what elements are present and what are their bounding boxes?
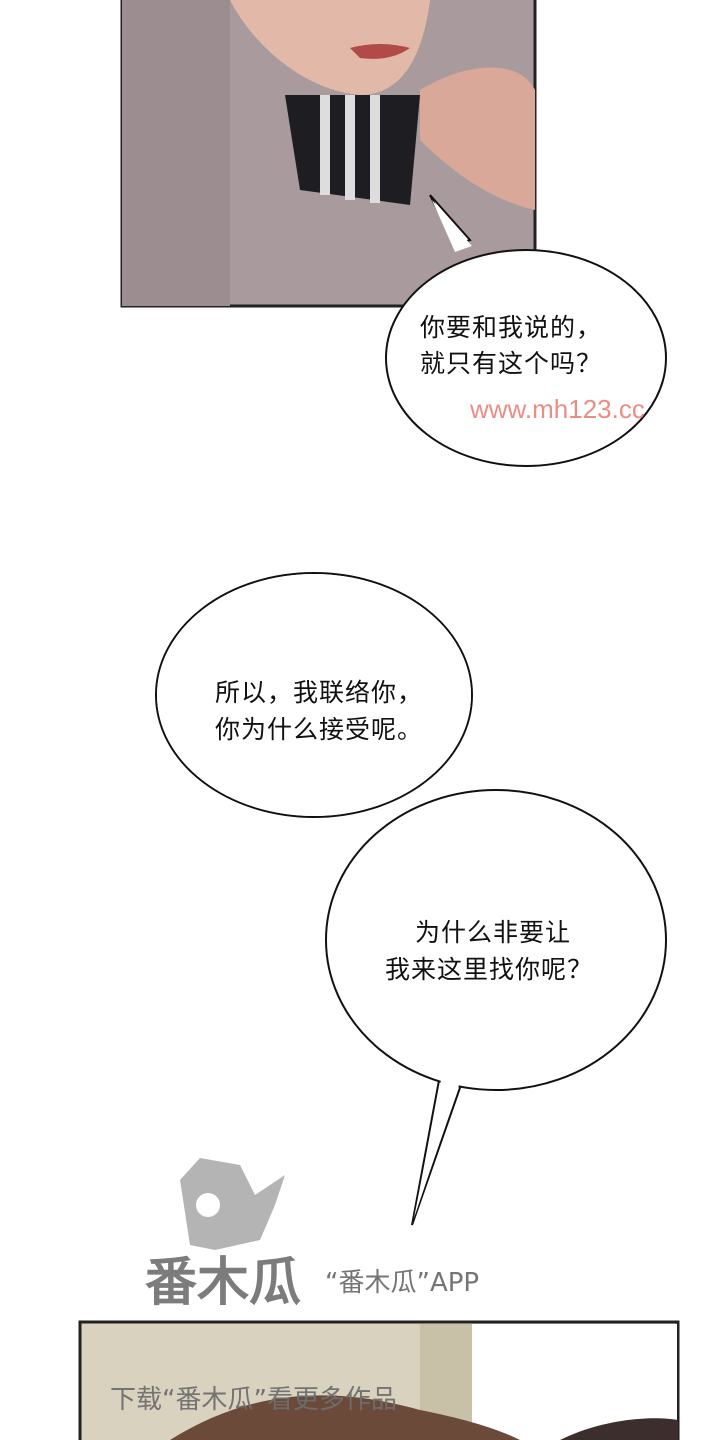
bubble-2-line-2: 你为什么接受呢。 <box>215 715 424 744</box>
speech-bubble-1 <box>385 194 667 467</box>
bubble-3-line-1: 为什么非要让 <box>415 918 572 947</box>
speech-bubble-2-3 <box>155 572 667 1226</box>
app-watermark-download: 下载“番木瓜”看更多作品 <box>110 1385 397 1415</box>
bottom-panel <box>78 1320 680 1440</box>
app-watermark-logo-text: 番木瓜 <box>145 1253 301 1313</box>
top-panel <box>120 0 537 308</box>
app-watermark-line: “番木瓜”APP <box>325 1268 480 1298</box>
app-watermark-logo: 番木瓜 <box>145 1158 301 1313</box>
bubble-3-line-2: 我来这里找你呢？ <box>385 955 594 984</box>
site-watermark: www.mh123.cc <box>470 394 645 424</box>
bubble-1-line-1: 你要和我说的， <box>420 313 603 342</box>
bubble-2-line-1: 所以，我联络你， <box>215 678 424 707</box>
bubble-1-line-2: 就只有这个吗？ <box>420 349 603 378</box>
